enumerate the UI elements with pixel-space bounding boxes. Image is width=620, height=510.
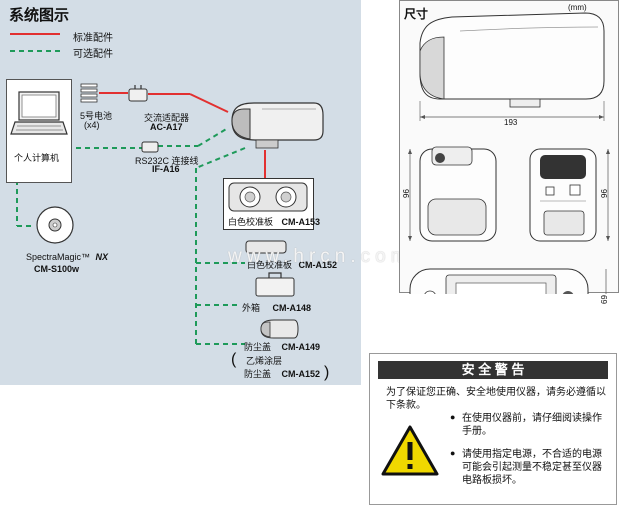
dust-cover-model: CM-A149 <box>281 342 321 352</box>
safety-warning-panel: 安 全 警 告 为了保证您正确、安全地使用仪器，请务必遵循以下条款。 ● 在使用… <box>369 353 617 505</box>
side-view-drawing <box>419 12 605 121</box>
white-plate-label: 白色校准板 <box>228 217 274 227</box>
watermark-text: www.hrcn.com <box>228 246 412 267</box>
dust-cover-icon <box>260 319 299 339</box>
front-view-drawing <box>408 146 497 242</box>
dim-length: 193 <box>504 118 518 127</box>
safety-intro: 为了保证您正确、安全地使用仪器，请务必遵循以下条款。 <box>386 387 606 411</box>
white-plate-model: CM-A153 <box>281 217 321 227</box>
case-icon <box>255 272 295 297</box>
ac-adapter-model: AC-A17 <box>150 122 183 132</box>
cable-label: RS232C 连接线 <box>135 156 199 166</box>
accessory-2-label: 白色校准板 <box>247 260 293 270</box>
connection-lines <box>10 33 266 345</box>
cd-icon <box>36 206 74 244</box>
system-diagram-panel: 系统图示 标准配件 可选配件 个人计算 <box>0 0 407 385</box>
dust-cover-pe-model: CM-A152 <box>281 369 321 379</box>
case-label: 外箱 <box>242 303 261 313</box>
warning-icon <box>381 425 439 476</box>
battery-qty: (x4) <box>84 120 100 130</box>
software-label: SpectraMagic™ <box>26 252 91 262</box>
safety-header: 安 全 警 告 <box>378 361 608 379</box>
legend-optional-label: 可选配件 <box>73 49 113 60</box>
battery-icon <box>80 83 98 103</box>
dust-cover-pe-bracket-left: ( <box>231 351 237 368</box>
dust-cover-label: 防尘盖 <box>244 342 272 352</box>
software-label-em: NX <box>95 252 109 262</box>
bottom-view-drawing <box>409 268 607 294</box>
dimensions-panel: 尺寸 (mm) <box>399 0 619 304</box>
white-plate-box: 白色校准板 CM-A153 <box>223 178 320 230</box>
safety-item-1: 在使用仪器前，请仔细阅读操作手册。 <box>462 413 602 437</box>
accessory-2-model: CM-A152 <box>298 260 338 270</box>
dimension-drawings <box>408 12 610 294</box>
back-view-drawing <box>529 148 610 242</box>
safety-bullet-2: ● <box>450 448 456 458</box>
dim-height-back: 96 <box>599 189 609 198</box>
cable-connector-icon <box>141 141 159 153</box>
dim-height-front: 96 <box>401 189 411 198</box>
pc-box: 个人计算机 <box>6 79 72 183</box>
ac-adapter-icon <box>128 85 148 102</box>
dimensions-title: 尺寸 <box>404 7 429 21</box>
dust-cover-pe-line1: 乙烯涂层 <box>246 356 283 366</box>
software-model: CM-S100w <box>34 264 80 274</box>
dim-width: 69 <box>599 295 609 304</box>
ac-adapter-label: 交流适配器 <box>144 113 190 123</box>
white-plate-icon <box>228 182 308 212</box>
instrument-icon <box>231 102 324 149</box>
laptop-icon <box>10 91 68 135</box>
white-plate-2-icon <box>245 240 287 254</box>
dust-cover-pe-line2: 防尘盖 <box>244 369 272 379</box>
dust-cover-pe-bracket-right: ) <box>324 364 330 381</box>
dimensions-unit: (mm) <box>568 3 587 12</box>
safety-bullet-1: ● <box>450 412 456 422</box>
cable-model: IF-A16 <box>152 164 180 174</box>
pc-label: 个人计算机 <box>14 153 60 163</box>
case-model: CM-A148 <box>272 303 312 313</box>
legend-standard-label: 标准配件 <box>73 33 113 44</box>
safety-item-2: 请使用指定电源，不合适的电源可能会引起测量不稳定甚至仪器电路板损坏。 <box>462 449 602 486</box>
battery-label: 5号电池 <box>80 111 113 121</box>
system-diagram-title: 系统图示 <box>9 7 70 24</box>
